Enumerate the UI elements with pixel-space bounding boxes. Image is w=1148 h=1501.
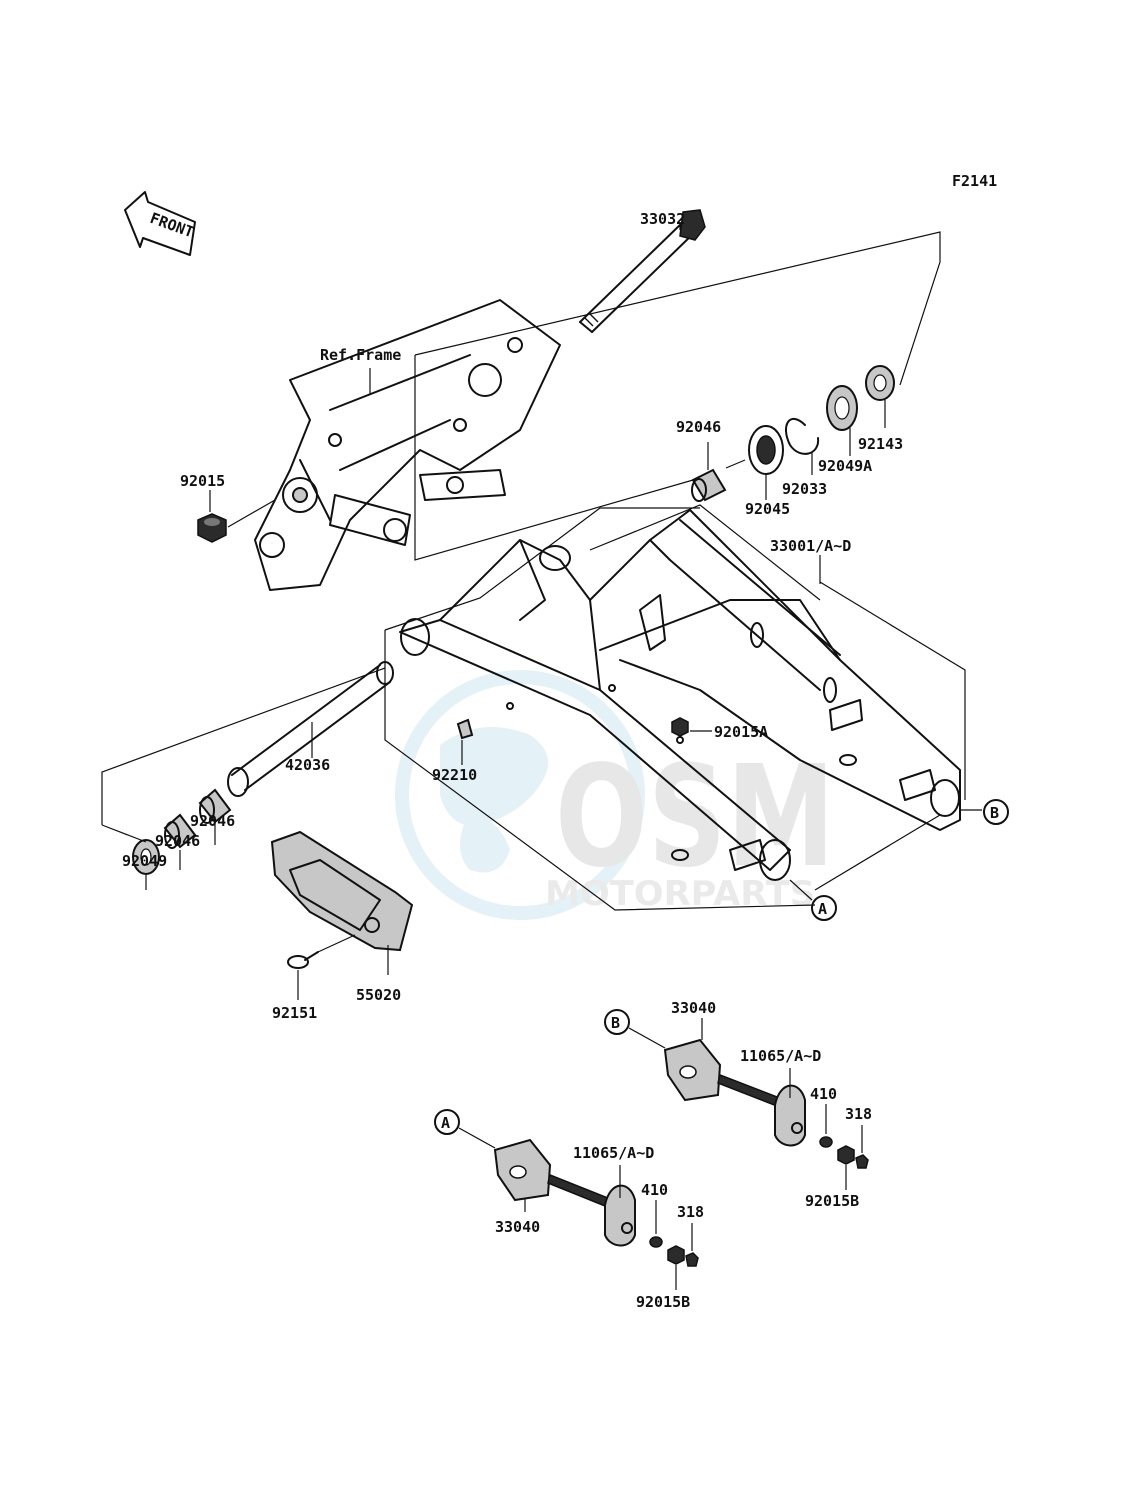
watermark-subtitle: MOTORPARTS — [545, 874, 815, 914]
label-55020: 55020 — [356, 986, 401, 1004]
seal-92049A — [826, 385, 858, 456]
seal-92049 — [132, 839, 160, 890]
watermark-continents — [440, 727, 548, 873]
svg-text:B: B — [611, 1014, 620, 1032]
pivot-shaft-33032 — [579, 209, 706, 333]
label-92045: 92045 — [745, 500, 790, 518]
ball-bearing-92045 — [748, 425, 784, 500]
swing-arm-33001 — [399, 509, 961, 881]
label-92046-upper: 92046 — [676, 418, 721, 436]
label-33032: 33032 — [640, 210, 685, 228]
chain-adjuster-b: B — [604, 1009, 869, 1190]
screw-92151 — [287, 934, 356, 1000]
needle-bearing-92046-lower-a — [198, 788, 232, 845]
label-92015B-a: 92015B — [636, 1293, 690, 1311]
label-92046-lower-a: 92046 — [190, 812, 235, 830]
needle-bearing-92046-upper — [691, 442, 727, 502]
front-label: FRONT — [148, 209, 197, 241]
label-92015: 92015 — [180, 472, 225, 490]
label-92015B-b: 92015B — [805, 1192, 859, 1210]
label-42036: 42036 — [285, 756, 330, 774]
svg-text:A: A — [818, 900, 827, 918]
label-410-b: 410 — [810, 1085, 837, 1103]
nut-92015 — [197, 490, 276, 543]
circlip-92033 — [785, 417, 820, 475]
part-labels: 33032 92015 92046 92045 92033 92049A 921… — [122, 210, 903, 1311]
label-318-b: 318 — [845, 1105, 872, 1123]
front-direction-arrow: FRONT — [124, 191, 197, 256]
svg-text:B: B — [990, 804, 999, 822]
upper-assembly-outline — [414, 231, 941, 561]
collar-92143 — [865, 365, 895, 428]
label-33040-b: 33040 — [671, 999, 716, 1017]
callout-b-swingarm: B — [960, 799, 1009, 825]
label-33040-a: 33040 — [495, 1218, 540, 1236]
callout-a-swingarm: A — [789, 879, 837, 921]
label-92049A: 92049A — [818, 457, 872, 475]
watermark: OSM MOTORPARTS — [395, 670, 835, 920]
label-33001: 33001/A~D — [770, 537, 851, 555]
nut-92015A — [671, 717, 712, 737]
figure-code: F2141 — [952, 172, 997, 190]
chain-adjuster-a: A — [434, 1109, 699, 1290]
label-11065-b: 11065/A~D — [740, 1047, 821, 1065]
lower-left-outline-2 — [101, 824, 147, 843]
svg-text:A: A — [441, 1114, 450, 1132]
label-92015A: 92015A — [714, 723, 768, 741]
label-92046-lower-b: 92046 — [155, 832, 200, 850]
label-92151: 92151 — [272, 1004, 317, 1022]
bearing-axis-line — [725, 459, 746, 469]
label-92143: 92143 — [858, 435, 903, 453]
watermark-brand: OSM — [555, 736, 835, 899]
lower-left-outline — [101, 667, 386, 825]
sleeve-42036 — [227, 661, 394, 797]
needle-bearing-92046-lower-b — [163, 813, 197, 870]
chain-slider-55020 — [270, 830, 414, 975]
label-92210: 92210 — [432, 766, 477, 784]
label-92033: 92033 — [782, 480, 827, 498]
frame-reference — [254, 299, 561, 591]
ref-frame-label: Ref.Frame — [320, 346, 401, 364]
watermark-globe — [395, 670, 645, 920]
label-318-a: 318 — [677, 1203, 704, 1221]
label-11065-a: 11065/A~D — [573, 1144, 654, 1162]
grease-fitting-92210 — [456, 718, 474, 765]
label-410-a: 410 — [641, 1181, 668, 1199]
label-92049: 92049 — [122, 852, 167, 870]
